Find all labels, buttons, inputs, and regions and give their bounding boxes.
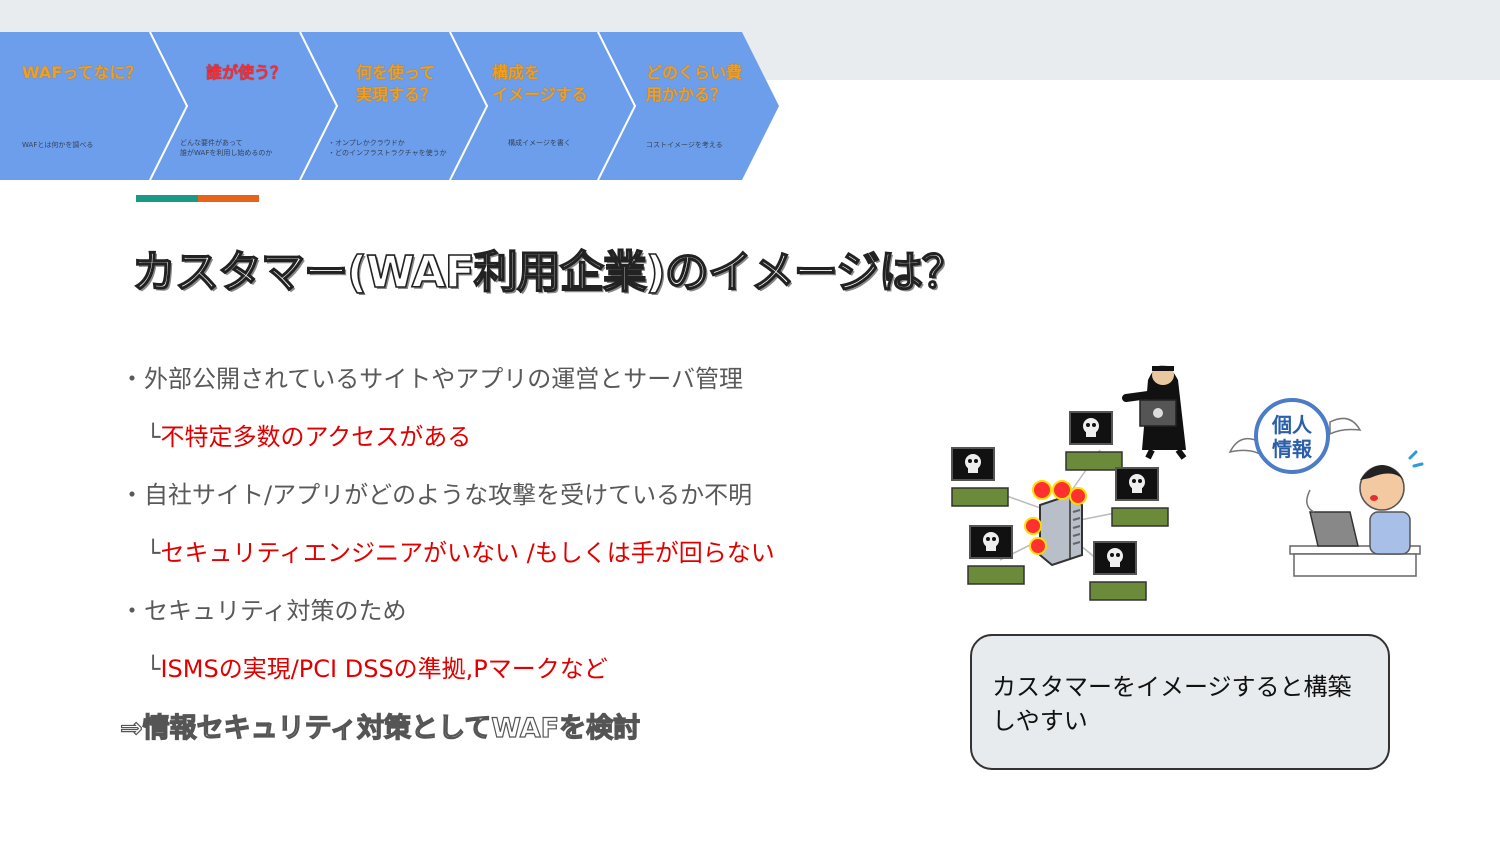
chevron-3 bbox=[300, 32, 487, 180]
worried-user-icon bbox=[1289, 450, 1424, 577]
chevron-4 bbox=[450, 32, 635, 180]
chevron-5 bbox=[598, 32, 779, 180]
step-desc: コストイメージを考える bbox=[646, 141, 723, 149]
step-desc: どんな要件があって 誰がWAFを利用し始めるのか bbox=[180, 139, 273, 157]
sub-bullet-item: └ISMSの実現/PCI DSSの準拠,Pマークなど bbox=[146, 655, 608, 683]
explosion-icons bbox=[1024, 480, 1087, 555]
sub-bullet-item: └不特定多数のアクセスがある bbox=[146, 423, 472, 451]
conclusion-text: ⇒情報セキュリティ対策としてWAFを検討 bbox=[119, 712, 641, 744]
step-desc: WAFとは何かを調べる bbox=[22, 141, 94, 149]
sub-bullet-item: └セキュリティエンジニアがいない /もしくは手が回らない bbox=[146, 539, 775, 567]
step-desc: ・オンプレかクラウドか ・どのインフラストラクチャを使うか bbox=[328, 139, 447, 157]
chevron-1 bbox=[0, 32, 187, 180]
server-icon bbox=[1039, 493, 1083, 567]
step-desc: 構成イメージを書く bbox=[508, 139, 571, 147]
step-imagine-config: 構成をイメージする 構成イメージを書く bbox=[492, 32, 612, 180]
step-what-to-use: 何を使って実現する？ ・オンプレかクラウドか ・どのインフラストラクチャを使うか bbox=[328, 32, 476, 180]
step-title: 誰が使う？ bbox=[206, 63, 287, 82]
step-title: 構成をイメージする bbox=[492, 63, 588, 104]
attack-illustration: 個人 情報 bbox=[951, 365, 1424, 601]
slide-title: カスタマー(WAF利用企業)のイメージは？ bbox=[131, 246, 967, 299]
accent-bar-orange bbox=[198, 195, 259, 202]
step-who-uses: 誰が使う？ どんな要件があって 誰がWAFを利用し始めるのか bbox=[180, 32, 326, 180]
callout-text: カスタマーをイメージすると構築しやすい bbox=[992, 673, 1352, 735]
svg-text:情報: 情報 bbox=[1272, 437, 1313, 461]
bullet-item: ・外部公開されているサイトやアプリの運営とサーバ管理 bbox=[120, 365, 744, 393]
accent-bar-teal bbox=[136, 195, 198, 202]
step-title: WAFってなに？ bbox=[22, 63, 142, 82]
chevron-2 bbox=[150, 32, 337, 180]
step-cost: どのくらい費用かかる？ コストイメージを考える bbox=[646, 32, 766, 180]
bullet-item: ・セキュリティ対策のため bbox=[120, 597, 407, 625]
bot-monitors bbox=[951, 411, 1169, 601]
step-what-is-waf: WAFってなに？ WAFとは何かを調べる bbox=[22, 32, 172, 180]
personal-info-badge: 個人 情報 bbox=[1228, 398, 1362, 474]
callout-box: カスタマーをイメージすると構築しやすい bbox=[970, 634, 1390, 770]
step-title: どのくらい費用かかる？ bbox=[646, 63, 743, 104]
svg-text:個人: 個人 bbox=[1271, 413, 1313, 437]
step-title: 何を使って実現する？ bbox=[356, 63, 437, 104]
process-chevrons bbox=[0, 32, 779, 180]
hacker-icon bbox=[1122, 365, 1187, 460]
bullet-item: ・自社サイト/アプリがどのような攻撃を受けているか不明 bbox=[120, 481, 753, 509]
